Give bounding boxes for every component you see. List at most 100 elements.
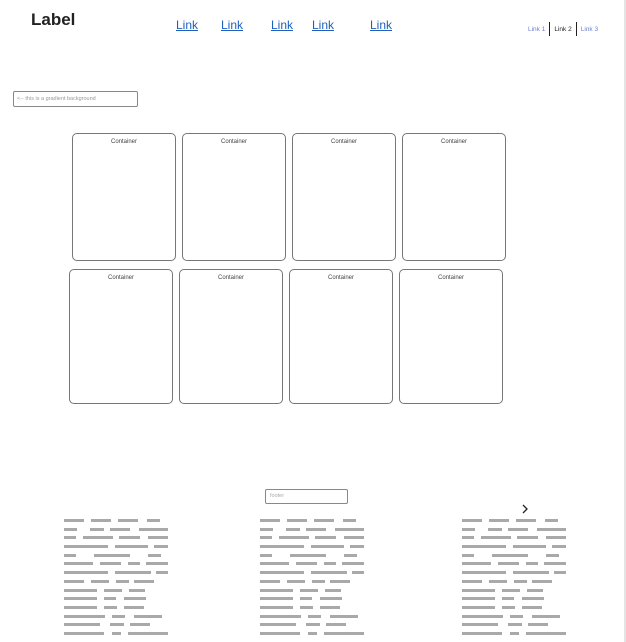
placeholder-text-segment — [545, 519, 558, 522]
placeholder-text-line — [462, 579, 570, 583]
placeholder-text-segment — [260, 588, 293, 592]
placeholder-text-segment — [83, 536, 113, 540]
placeholder-text-segment — [124, 605, 144, 609]
placeholder-text-segment — [462, 588, 495, 592]
placeholder-text-segment — [526, 562, 538, 566]
placeholder-text-segment — [260, 571, 304, 575]
placeholder-text-segment — [124, 597, 146, 601]
placeholder-text-segment — [287, 579, 305, 583]
chevron-right-icon[interactable] — [521, 503, 529, 517]
placeholder-text-segment — [91, 519, 111, 522]
placeholder-text-segment — [260, 545, 304, 549]
breadcrumb-link-3[interactable]: Link 3 — [580, 25, 599, 33]
container-card-8: Container — [399, 269, 503, 404]
placeholder-text-segment — [330, 614, 358, 618]
placeholder-text-line — [462, 588, 570, 592]
placeholder-text-line — [260, 527, 368, 531]
placeholder-text-segment — [64, 631, 104, 635]
placeholder-text-line — [260, 571, 368, 575]
placeholder-text-segment — [128, 562, 140, 566]
breadcrumb-link-2[interactable]: Link 2 — [554, 25, 572, 33]
placeholder-text-segment — [104, 597, 116, 601]
placeholder-text-segment — [64, 614, 105, 618]
placeholder-text-line — [64, 623, 172, 627]
placeholder-text-segment — [260, 605, 293, 609]
placeholder-text-line — [260, 553, 368, 557]
placeholder-text-segment — [462, 562, 491, 566]
placeholder-text-segment — [260, 623, 296, 627]
placeholder-text-line — [260, 562, 368, 566]
placeholder-text-segment — [462, 597, 495, 601]
placeholder-text-segment — [462, 545, 506, 549]
placeholder-text-line — [260, 579, 368, 583]
placeholder-text-line — [260, 623, 368, 627]
placeholder-text-segment — [513, 545, 546, 549]
placeholder-text-segment — [260, 597, 293, 601]
placeholder-text-segment — [64, 597, 97, 601]
footer-input[interactable]: footer — [265, 489, 348, 504]
placeholder-text-segment — [112, 614, 125, 618]
placeholder-text-segment — [522, 597, 544, 601]
placeholder-text-segment — [481, 536, 511, 540]
placeholder-text-segment — [286, 527, 300, 531]
placeholder-text-segment — [517, 536, 538, 540]
placeholder-text-line — [64, 527, 172, 531]
placeholder-text-segment — [134, 614, 162, 618]
placeholder-text-segment — [290, 553, 326, 557]
nav-link-5[interactable]: Link — [370, 18, 393, 32]
placeholder-text-segment — [311, 545, 344, 549]
placeholder-text-line — [64, 597, 172, 601]
placeholder-text-segment — [116, 579, 129, 583]
placeholder-text-line — [260, 631, 368, 635]
placeholder-text-segment — [462, 623, 498, 627]
placeholder-text-line — [260, 519, 368, 522]
placeholder-text-line — [64, 553, 172, 557]
placeholder-text-segment — [342, 562, 364, 566]
placeholder-text-segment — [104, 605, 117, 609]
page-right-border — [624, 0, 626, 642]
nav-link-4[interactable]: Link — [312, 18, 335, 32]
placeholder-text-line — [462, 553, 570, 557]
placeholder-text-segment — [260, 536, 272, 540]
placeholder-text-segment — [110, 623, 124, 627]
placeholder-text-line — [260, 605, 368, 609]
nav-link-2[interactable]: Link — [221, 18, 244, 32]
nav-link-3[interactable]: Link — [271, 18, 294, 32]
placeholder-text-segment — [260, 562, 289, 566]
placeholder-text-segment — [118, 519, 138, 522]
placeholder-text-segment — [344, 553, 357, 557]
placeholder-text-segment — [312, 579, 325, 583]
breadcrumb-link-1[interactable]: Link 1 — [528, 25, 546, 33]
placeholder-text-segment — [343, 519, 356, 522]
placeholder-text-segment — [492, 553, 528, 557]
placeholder-text-segment — [156, 571, 168, 575]
placeholder-text-line — [260, 536, 368, 540]
placeholder-text-segment — [154, 545, 168, 549]
placeholder-text-segment — [64, 536, 76, 540]
placeholder-text-segment — [508, 527, 528, 531]
breadcrumb: Link 1 Link 2 Link 3 — [524, 22, 602, 36]
placeholder-text-segment — [91, 579, 109, 583]
footer-text-column-3 — [462, 519, 570, 641]
placeholder-text-segment — [260, 553, 272, 557]
placeholder-text-segment — [306, 527, 326, 531]
nav-link-1[interactable]: Link — [176, 18, 199, 32]
placeholder-text-line — [64, 536, 172, 540]
placeholder-text-line — [260, 545, 368, 549]
placeholder-text-segment — [462, 519, 482, 522]
placeholder-text-segment — [315, 536, 336, 540]
placeholder-text-segment — [104, 588, 122, 592]
placeholder-text-segment — [528, 623, 548, 627]
placeholder-text-segment — [314, 519, 334, 522]
placeholder-text-segment — [516, 519, 536, 522]
placeholder-text-segment — [514, 579, 527, 583]
placeholder-text-segment — [462, 605, 495, 609]
container-label: Container — [220, 139, 247, 145]
placeholder-text-segment — [64, 562, 93, 566]
placeholder-text-segment — [296, 562, 317, 566]
placeholder-text-line — [64, 519, 172, 522]
container-label: Container — [217, 275, 244, 281]
placeholder-text-segment — [94, 553, 130, 557]
footer-text-column-2 — [260, 519, 368, 641]
placeholder-text-segment — [100, 562, 121, 566]
